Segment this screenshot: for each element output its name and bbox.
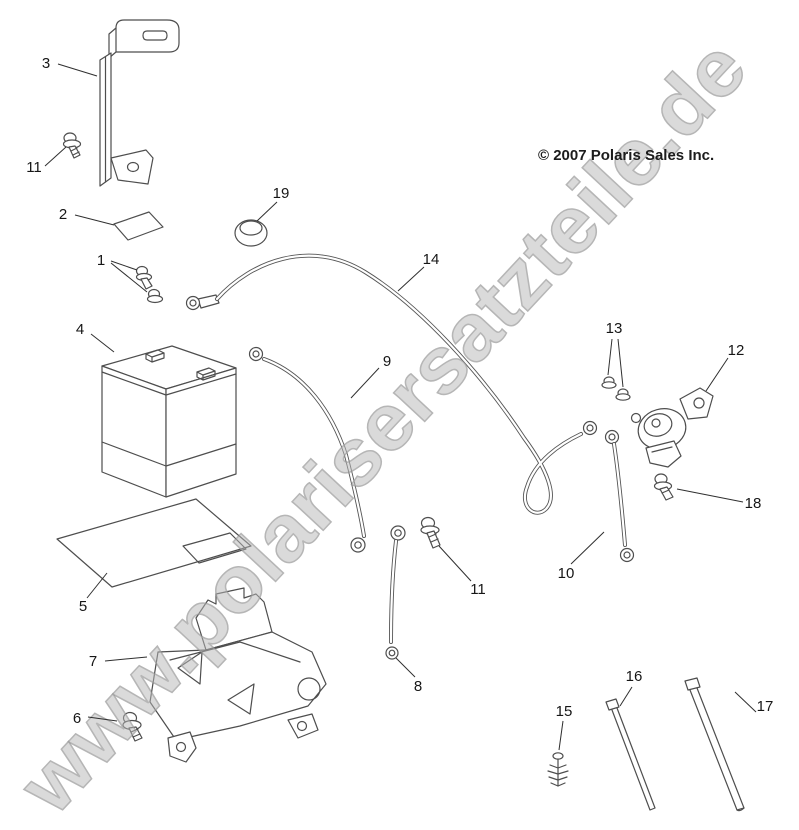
callout-labels: 3 11 2 1 19 14 4 9 13 12 18 10 11 8 5 7 … <box>26 55 773 727</box>
callout-label-2: 2 <box>59 206 67 223</box>
leader-lines <box>44 63 757 751</box>
part-bolt-nut-1 <box>135 265 164 304</box>
callout-label-11-top: 11 <box>26 159 42 176</box>
part-bolt-18 <box>653 473 674 501</box>
part-battery <box>101 345 237 498</box>
callout-label-4: 4 <box>76 321 84 338</box>
copyright-notice: © 2007 Polaris Sales Inc. <box>538 147 714 164</box>
part-hold-down-bracket <box>99 19 180 187</box>
part-nuts-13 <box>601 376 631 401</box>
callout-label-12: 12 <box>728 342 745 359</box>
part-pad-2 <box>113 211 164 241</box>
part-solenoid-12 <box>630 387 714 468</box>
part-cable-14 <box>185 253 598 515</box>
part-bolt-11-top <box>62 132 82 159</box>
callout-label-5: 5 <box>79 598 87 615</box>
callout-label-15: 15 <box>556 703 573 720</box>
part-cap-19 <box>234 219 268 247</box>
callout-label-1: 1 <box>97 252 105 269</box>
callout-label-13: 13 <box>606 320 623 337</box>
callout-label-8: 8 <box>414 678 422 695</box>
callout-label-16: 16 <box>626 668 643 685</box>
part-bolt-11-mid <box>420 516 441 549</box>
callout-label-9: 9 <box>383 353 391 370</box>
part-cable-tie-16 <box>605 698 656 811</box>
part-bolt-6 <box>122 711 143 742</box>
part-cable-10 <box>604 429 635 563</box>
part-clip-15 <box>547 752 569 787</box>
callout-label-6: 6 <box>73 710 81 727</box>
part-cable-tie-17 <box>684 677 745 812</box>
part-cable-9 <box>248 346 366 553</box>
callout-label-3: 3 <box>42 55 50 72</box>
part-decal-5 <box>56 498 252 588</box>
callout-label-11-mid: 11 <box>470 581 486 598</box>
callout-label-19: 19 <box>273 185 290 202</box>
part-cable-8 <box>385 525 406 660</box>
callout-label-10: 10 <box>558 565 575 582</box>
part-battery-tray <box>149 587 327 763</box>
callout-label-7: 7 <box>89 653 97 670</box>
callout-label-17: 17 <box>757 698 774 715</box>
callout-label-14: 14 <box>423 251 440 268</box>
callout-label-18: 18 <box>745 495 762 512</box>
